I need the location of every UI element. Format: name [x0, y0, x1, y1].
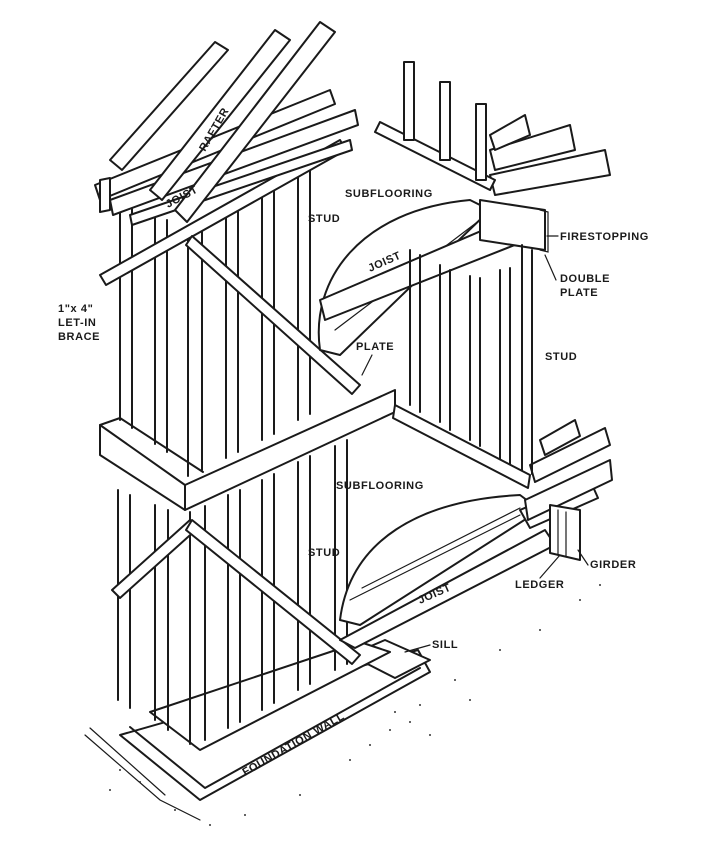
label-stud-right: STUD [545, 351, 577, 363]
label-plate-double: PLATE [560, 287, 598, 299]
lower-floor [339, 419, 613, 649]
label-double: DOUBLE [560, 273, 610, 285]
label-brace-line3: BRACE [58, 331, 100, 343]
label-brace-line1: 1"x 4" [58, 303, 93, 315]
ground-speckles [109, 584, 601, 826]
label-ledger: LEDGER [515, 579, 564, 591]
sill [149, 641, 391, 751]
ground [84, 584, 601, 826]
label-firestopping: FIRESTOPPING [560, 231, 649, 243]
label-subflooring-top: SUBFLOORING [345, 188, 433, 200]
floor-band [99, 389, 396, 511]
upper-floor [317, 114, 611, 356]
label-subflooring-lower: SUBFLOORING [336, 480, 424, 492]
lower-left-wall [111, 439, 361, 745]
label-sill: SILL [432, 639, 458, 651]
label-stud-lower: STUD [308, 547, 340, 559]
upper-left-wall [99, 139, 361, 477]
label-girder: GIRDER [590, 559, 636, 571]
label-stud-upper: STUD [308, 213, 340, 225]
label-plate-mid: PLATE [356, 341, 394, 353]
label-brace-line2: LET-IN [58, 317, 96, 329]
upper-right-wall [392, 61, 533, 489]
roof [94, 21, 359, 226]
